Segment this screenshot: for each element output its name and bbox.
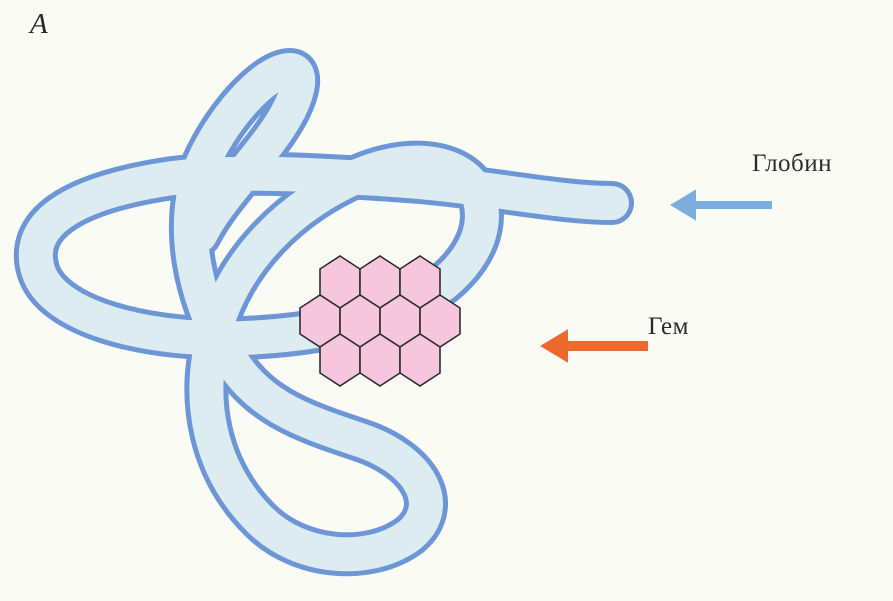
heme-arrow (540, 329, 648, 363)
heme-label: Гем (648, 313, 689, 341)
heme-group (300, 256, 460, 386)
globin-label: Глобин (752, 150, 832, 178)
globin-arrow (670, 189, 772, 220)
panel-letter: A (30, 8, 48, 41)
